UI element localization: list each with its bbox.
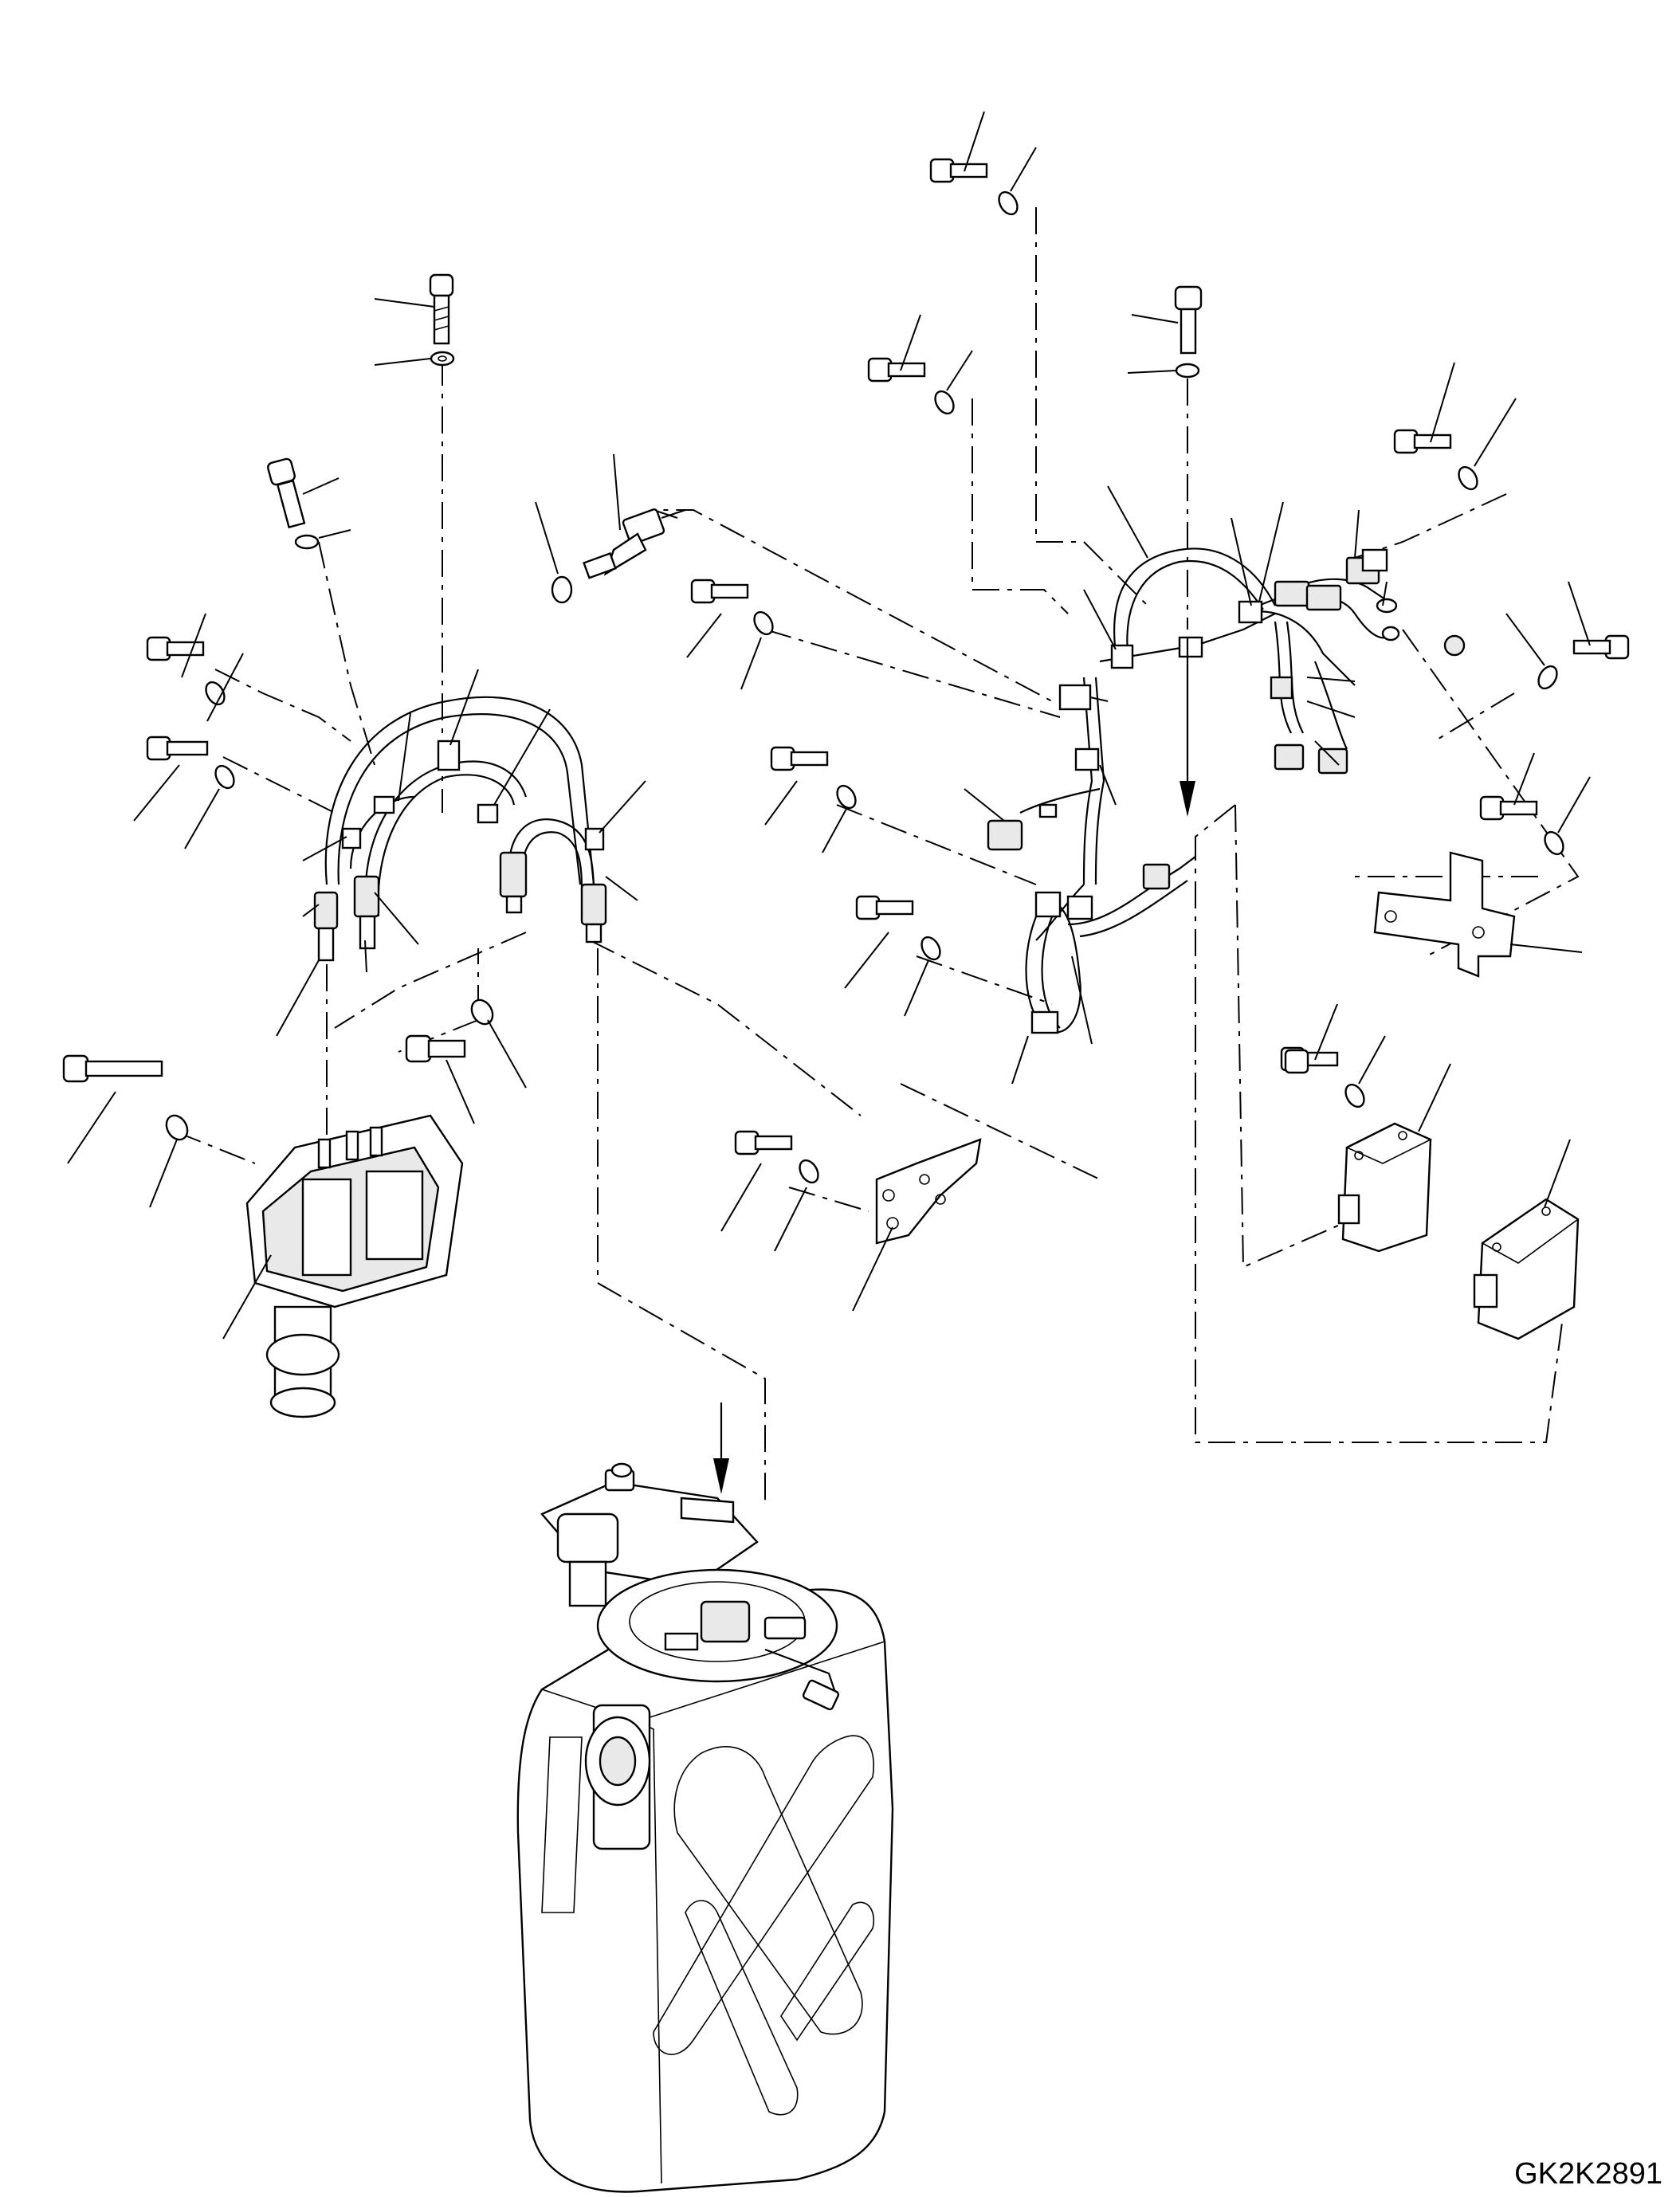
bolt-left-2: [146, 736, 209, 761]
long-bolt: [62, 1054, 163, 1083]
washer-top-left: [430, 351, 455, 367]
wire-harness-right: [987, 547, 1466, 941]
assembly-dashed-lines: [175, 207, 1580, 1506]
bolt-top-right: [929, 158, 988, 183]
bolt-top-mid: [1174, 285, 1203, 355]
o-ring: [551, 575, 573, 604]
drawing-code: GK2K2891: [1514, 2157, 1662, 2191]
wire-harness-lower: [1025, 856, 1196, 1034]
wire-harness-left: [313, 696, 607, 962]
bolt-right-3: [1479, 795, 1538, 821]
washer-upper-left: [294, 534, 320, 550]
bolt-right-2: [1572, 634, 1630, 660]
bolt-right-5: [1284, 1049, 1309, 1074]
bolt-center-2: [770, 746, 829, 771]
bracket-center: [875, 1138, 982, 1245]
electronic-module-1: [1337, 1122, 1432, 1253]
electronic-module-2: [1473, 1198, 1580, 1340]
bolt-center-3: [855, 895, 914, 920]
control-unit-left: [245, 1114, 464, 1418]
bracket-right: [1373, 851, 1516, 978]
bolt-center-1: [690, 579, 749, 604]
bolt-right-1: [1393, 429, 1452, 454]
tank-assembly: [516, 1462, 894, 2193]
bolt-left-1: [146, 636, 205, 661]
arrow-down-tank: [713, 1403, 729, 1494]
bolt-upper-left: [267, 457, 306, 529]
bolt-upper-middle: [867, 357, 926, 383]
sensor: [583, 508, 686, 579]
bolt-top-left: [429, 273, 454, 345]
bolt-center-4: [405, 1034, 466, 1063]
bolt-center-5: [734, 1130, 793, 1155]
arrow-down-right: [1180, 638, 1195, 817]
